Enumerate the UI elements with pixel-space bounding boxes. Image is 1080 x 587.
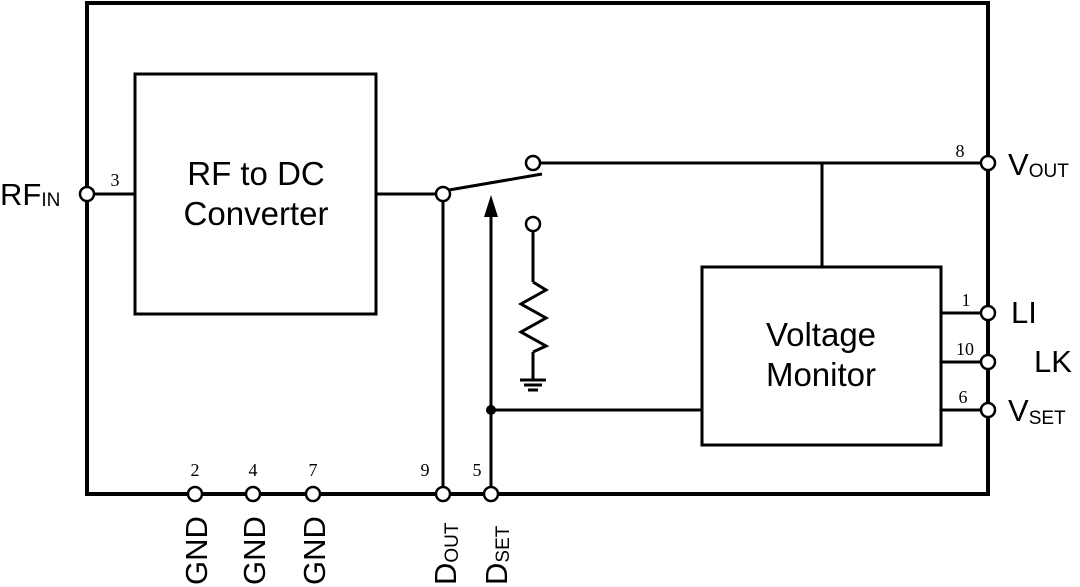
pin-v-out-label: VOUT bbox=[1008, 147, 1069, 182]
ground-symbol bbox=[520, 378, 546, 392]
pin-gnd-7-label: GND bbox=[297, 516, 332, 585]
pin-d-set-number: 5 bbox=[473, 460, 482, 480]
pin-gnd-7: 7 GND bbox=[297, 460, 332, 585]
voltage-monitor-label-line1: Voltage bbox=[766, 316, 876, 353]
voltage-monitor-block: Voltage Monitor bbox=[700, 265, 943, 447]
rf-dc-converter-box bbox=[133, 72, 378, 316]
chip-outline bbox=[85, 1, 990, 496]
pin-v-set-terminal bbox=[979, 401, 997, 419]
pin-li: 1 LI bbox=[962, 290, 1037, 330]
pin-rf-in: 3 RFIN bbox=[0, 170, 120, 212]
pin-rf-in-label: RFIN bbox=[0, 177, 60, 212]
switch-open-terminal bbox=[524, 215, 542, 233]
switch-control-arrowhead bbox=[484, 195, 498, 217]
pin-gnd-2-label: GND bbox=[179, 516, 214, 585]
pin-gnd-7-number: 7 bbox=[309, 460, 318, 480]
rf-dc-converter-label-line1: RF to DC bbox=[187, 155, 325, 192]
pin-v-set: 6 VSET bbox=[959, 387, 1067, 429]
resistor-to-ground bbox=[517, 231, 550, 392]
pin-v-out-number: 8 bbox=[956, 141, 965, 161]
pin-d-out-number: 9 bbox=[421, 460, 430, 480]
pin-gnd-4: 4 GND bbox=[237, 460, 272, 585]
pin-d-set-label: DSET bbox=[479, 525, 514, 585]
pin-v-set-label: VSET bbox=[1008, 393, 1066, 429]
pin-li-terminal bbox=[979, 304, 997, 322]
pin-d-out-terminal bbox=[434, 485, 452, 503]
pin-lk: 10 LK bbox=[956, 339, 1072, 379]
switch-pivot-terminal bbox=[434, 185, 452, 203]
pin-d-out-label: DOUT bbox=[428, 522, 463, 585]
pin-gnd-4-terminal bbox=[244, 485, 262, 503]
pin-li-number: 1 bbox=[962, 290, 971, 310]
pin-v-out: 8 VOUT bbox=[956, 141, 1070, 182]
rf-dc-converter-block: RF to DC Converter bbox=[133, 72, 378, 316]
pin-gnd-2-terminal bbox=[186, 485, 204, 503]
pin-d-set-terminal bbox=[482, 485, 500, 503]
pin-gnd-7-terminal bbox=[304, 485, 322, 503]
voltage-monitor-label-line2: Monitor bbox=[766, 356, 876, 393]
pin-d-out: 9 DOUT bbox=[421, 460, 464, 585]
pin-v-set-number: 6 bbox=[959, 387, 968, 407]
switch-contact-terminal bbox=[524, 154, 542, 172]
pin-gnd-2-number: 2 bbox=[191, 460, 200, 480]
resistor-zigzag bbox=[517, 280, 550, 354]
pin-li-label: LI bbox=[1011, 295, 1037, 330]
pin-d-set: 5 DSET bbox=[473, 460, 515, 585]
pin-gnd-4-label: GND bbox=[237, 516, 272, 585]
pin-rf-in-terminal bbox=[78, 185, 96, 203]
pin-gnd-2: 2 GND bbox=[179, 460, 214, 585]
rf-dc-converter-label-line2: Converter bbox=[184, 195, 329, 232]
switch-arm bbox=[448, 172, 543, 192]
pin-v-out-terminal bbox=[979, 154, 997, 172]
pin-rf-in-number: 3 bbox=[111, 170, 120, 190]
junction-dot bbox=[486, 405, 496, 415]
pin-lk-label: LK bbox=[1034, 344, 1072, 379]
pin-gnd-4-number: 4 bbox=[249, 460, 258, 480]
pin-lk-terminal bbox=[979, 353, 997, 371]
pin-lk-number: 10 bbox=[956, 339, 974, 359]
